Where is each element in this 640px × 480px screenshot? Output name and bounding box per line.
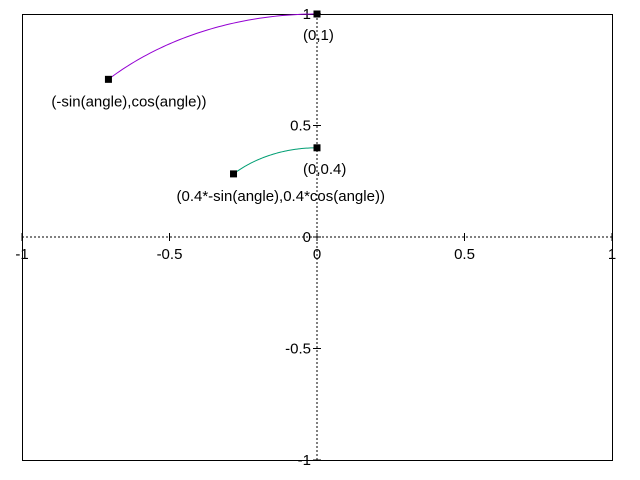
start-point-marker — [313, 144, 321, 152]
end-point-marker — [230, 170, 238, 178]
labels-layer: (0,1) (-sin(angle),cos(angle)) (0,0.4) (0.4… — [51, 27, 385, 205]
start-point-marker — [313, 10, 321, 18]
arc-line-2 — [233, 147, 318, 175]
start-point-label: (0,1) — [303, 27, 334, 44]
end-point-label: (-sin(angle),cos(angle)) — [51, 93, 206, 110]
y-tick-label: 0.5 — [290, 118, 311, 135]
x-tick-label: 1 — [608, 246, 616, 263]
end-point-marker — [104, 75, 112, 83]
start-point-label: (0,0.4) — [303, 161, 346, 178]
y-tick-label: 0 — [303, 229, 311, 246]
x-tick-label: -1 — [15, 246, 28, 263]
x-tick-label: 0 — [313, 246, 321, 263]
y-tick-label: -1 — [298, 452, 311, 469]
series-layer — [104, 10, 321, 178]
end-point-label: (0.4*-sin(angle),0.4*cos(angle)) — [177, 188, 385, 205]
y-tick-label: -0.5 — [285, 341, 311, 358]
x-tick-label: 0.5 — [454, 246, 475, 263]
arc-line-1 — [108, 13, 318, 80]
x-tick-label: -0.5 — [157, 246, 183, 263]
